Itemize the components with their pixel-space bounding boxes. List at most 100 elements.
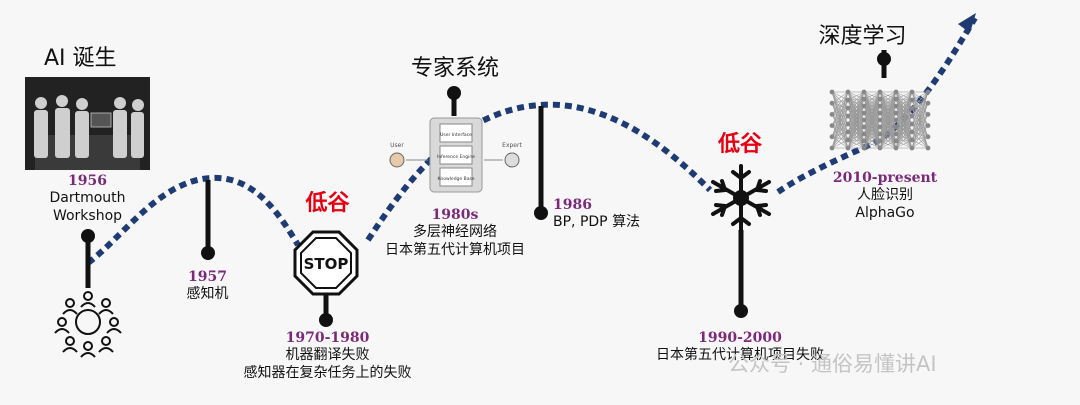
expert-box-knowledge: Knowledge Base: [437, 176, 474, 182]
stem-expert: [447, 86, 461, 116]
nn-edge: [895, 91, 913, 142]
nn-edge: [911, 103, 929, 133]
nn-edge: [879, 91, 897, 135]
nn-edge: [911, 91, 929, 133]
winter1-year: 1970-1980: [285, 330, 370, 346]
nn-node: [909, 113, 915, 119]
nn-edge: [879, 98, 897, 149]
nn-edge: [911, 114, 929, 133]
nn-edge: [847, 91, 865, 121]
nn-node: [925, 134, 931, 140]
expert-year: 1980s: [431, 207, 479, 223]
nn-node: [877, 145, 883, 151]
nn-node: [893, 110, 899, 116]
bp-caption: 1986 BP, PDP 算法: [553, 197, 640, 231]
nn-node: [877, 110, 883, 116]
nn-edge: [895, 119, 913, 149]
dartmouth-photo: [25, 77, 150, 170]
nn-edge: [831, 103, 849, 141]
nn-edge: [895, 91, 913, 135]
nn-edge: [911, 125, 929, 149]
nn-node: [909, 89, 915, 95]
nn-edge: [847, 91, 865, 141]
expert-caption: 1980s 多层神经网络 日本第五代计算机项目: [355, 207, 555, 259]
nn-node: [861, 89, 867, 95]
nn-node: [893, 131, 899, 137]
expert-box-inference: Inference Engine: [437, 154, 475, 160]
nn-node: [925, 100, 931, 106]
nn-edge: [879, 91, 897, 107]
nn-edge: [831, 107, 849, 149]
nn-node: [845, 129, 851, 135]
winter1-tag: 低谷: [305, 191, 350, 216]
nn-edge: [863, 140, 881, 149]
nn-edge: [911, 102, 929, 117]
nn-node: [845, 105, 851, 111]
nn-edge: [831, 99, 849, 137]
nn-edge: [895, 91, 913, 128]
nn-node: [909, 121, 915, 127]
stem-winter2: [734, 230, 748, 318]
nn-node: [845, 145, 851, 151]
nn-node: [877, 124, 883, 130]
watermark: 公众号 · 通俗易懂讲AI: [728, 352, 937, 376]
nn-edge: [863, 133, 881, 149]
nn-node: [877, 89, 883, 95]
nn-edge: [895, 139, 913, 149]
birth-heading: AI 诞生: [44, 46, 117, 71]
nn-edge: [831, 115, 849, 137]
nn-edge: [911, 91, 929, 141]
nn-node: [877, 117, 883, 123]
expert-expert-label: Expert: [502, 142, 522, 149]
birth-caption: 1956 Dartmouth Workshop: [10, 173, 165, 225]
snowflake-icon: [711, 164, 771, 232]
nn-edge: [847, 91, 865, 117]
nn-edge: [847, 126, 865, 149]
nn-node: [845, 121, 851, 127]
nn-node: [829, 145, 835, 151]
stem-bp: [534, 106, 548, 220]
perceptron-caption: 1957 感知机: [160, 269, 255, 303]
nn-edge: [911, 123, 929, 149]
nn-node: [861, 117, 867, 123]
nn-edge: [831, 103, 849, 133]
winter2-year: 1990-2000: [698, 330, 782, 346]
nn-node: [893, 103, 899, 109]
nn-edge: [895, 91, 913, 121]
nn-edge: [847, 119, 865, 149]
nn-node: [925, 145, 931, 151]
stop-sign-icon: STOP: [293, 230, 359, 300]
nn-node: [829, 112, 835, 117]
nn-edge: [831, 91, 849, 149]
nn-edge: [879, 91, 897, 149]
nn-edge: [911, 99, 929, 115]
nn-edge: [863, 91, 881, 135]
nn-edge: [895, 91, 913, 100]
nn-edge: [831, 91, 849, 115]
nn-edge: [911, 103, 929, 125]
nn-edge: [895, 91, 913, 114]
winter1-caption: 1970-1980 机器翻译失败 感知器在复杂任务上的失败: [215, 330, 440, 382]
nn-edge: [847, 133, 865, 149]
nn-edge: [911, 125, 929, 133]
nn-edge: [879, 133, 897, 149]
nn-edge: [831, 136, 849, 141]
nn-edge: [863, 119, 881, 149]
nn-node: [829, 100, 835, 106]
nn-edge: [895, 131, 913, 149]
deep-line1: 人脸识别: [857, 187, 913, 203]
nn-edge: [911, 99, 929, 149]
deep-year: 2010-present: [832, 170, 938, 186]
nn-edge: [847, 99, 865, 121]
nn-edge: [847, 91, 865, 128]
nn-node: [845, 137, 851, 143]
user-avatar-icon: [389, 152, 405, 168]
nn-edge: [831, 91, 849, 117]
nn-node: [893, 145, 899, 151]
nn-edge: [911, 136, 929, 149]
nn-edge: [863, 112, 881, 149]
nn-node: [861, 103, 867, 109]
stop-sign-label: STOP: [304, 255, 349, 273]
nn-edge: [831, 107, 849, 115]
nn-edge: [879, 91, 897, 142]
